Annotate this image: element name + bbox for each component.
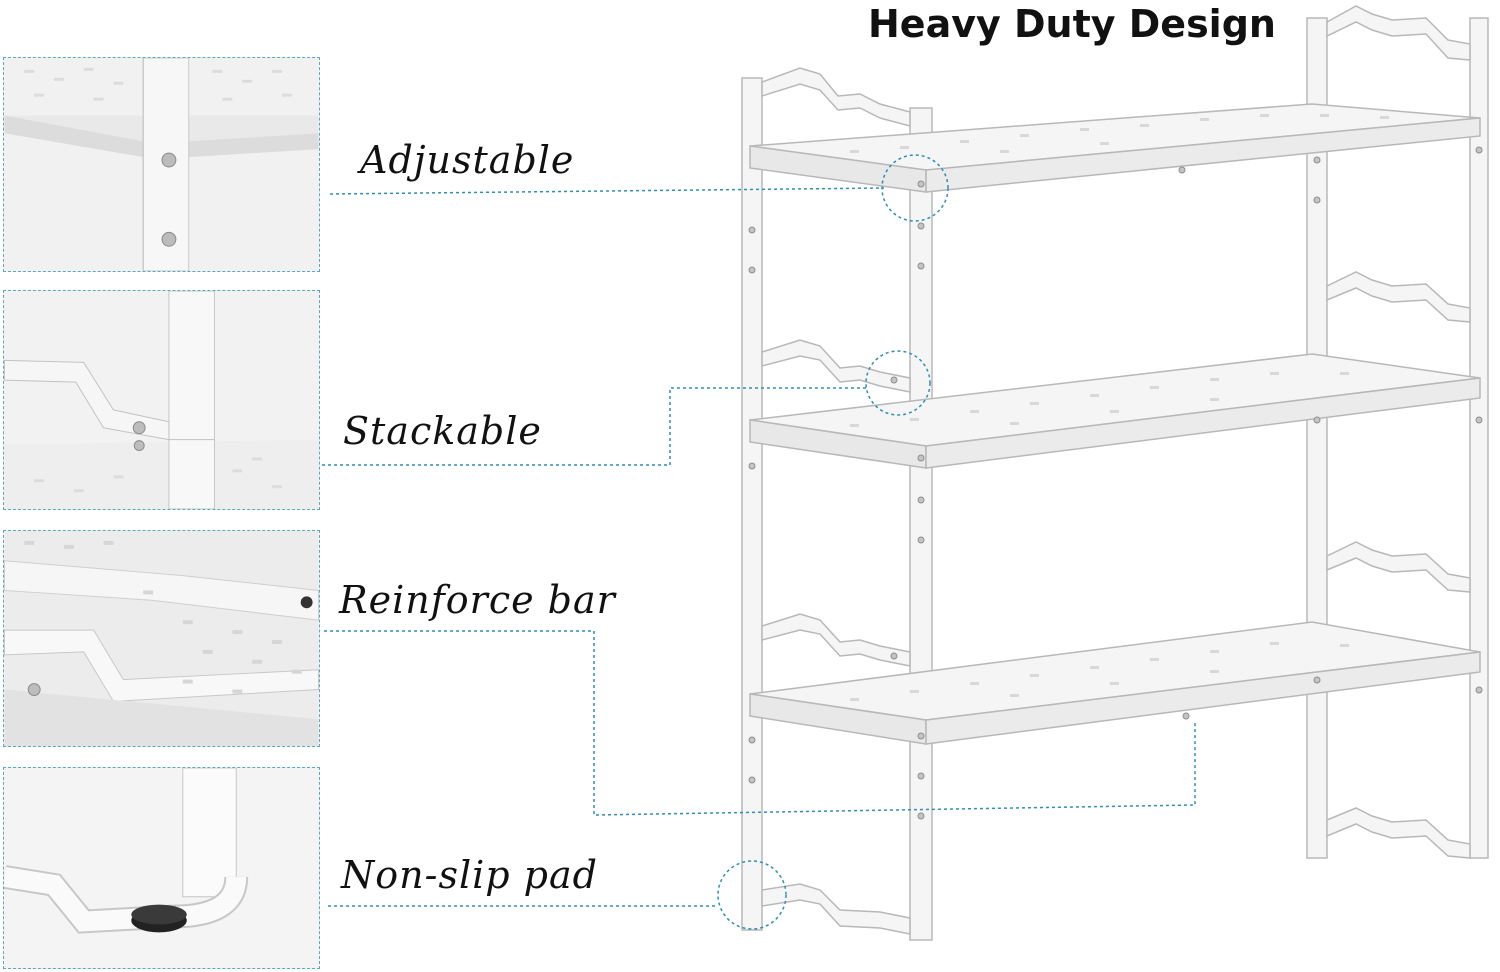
rubber-pad-icon (4, 768, 319, 968)
feature-label-stackable: Stackable (343, 409, 542, 453)
feature-label-adjustable: Adjustable (360, 138, 575, 182)
middle-front-hook (761, 339, 911, 393)
middle-back-hook (1326, 271, 1471, 323)
detail-panel-reinforce-bar (3, 530, 320, 747)
bottom-front-hook (761, 613, 911, 667)
detail-panel-non-slip-pad (3, 767, 320, 969)
callout-circle-non-slip-pad (717, 860, 787, 930)
callout-adjustable (329, 187, 885, 195)
callout-circle-adjustable (881, 154, 949, 222)
callout-stackable (322, 387, 868, 466)
top-front-hook (761, 67, 911, 127)
back-foot (1326, 807, 1471, 859)
reinforce-bar-icon (4, 531, 319, 746)
bottom-back-hook (1326, 541, 1471, 593)
stack-hook-icon (4, 291, 319, 509)
detail-panel-stackable (3, 290, 320, 510)
front-foot (761, 883, 911, 935)
callout-reinforce-bar (324, 630, 1196, 816)
feature-label-reinforce-bar: Reinforce bar (339, 578, 616, 622)
callout-circle-stackable (865, 350, 931, 416)
back-right-post (1469, 17, 1489, 859)
top-back-hook (1326, 5, 1471, 61)
feature-label-non-slip-pad: Non-slip pad (341, 853, 598, 897)
detail-panel-adjustable (3, 57, 320, 272)
bolt-joint-icon (4, 58, 319, 271)
page-title: Heavy Duty Design (868, 2, 1276, 46)
